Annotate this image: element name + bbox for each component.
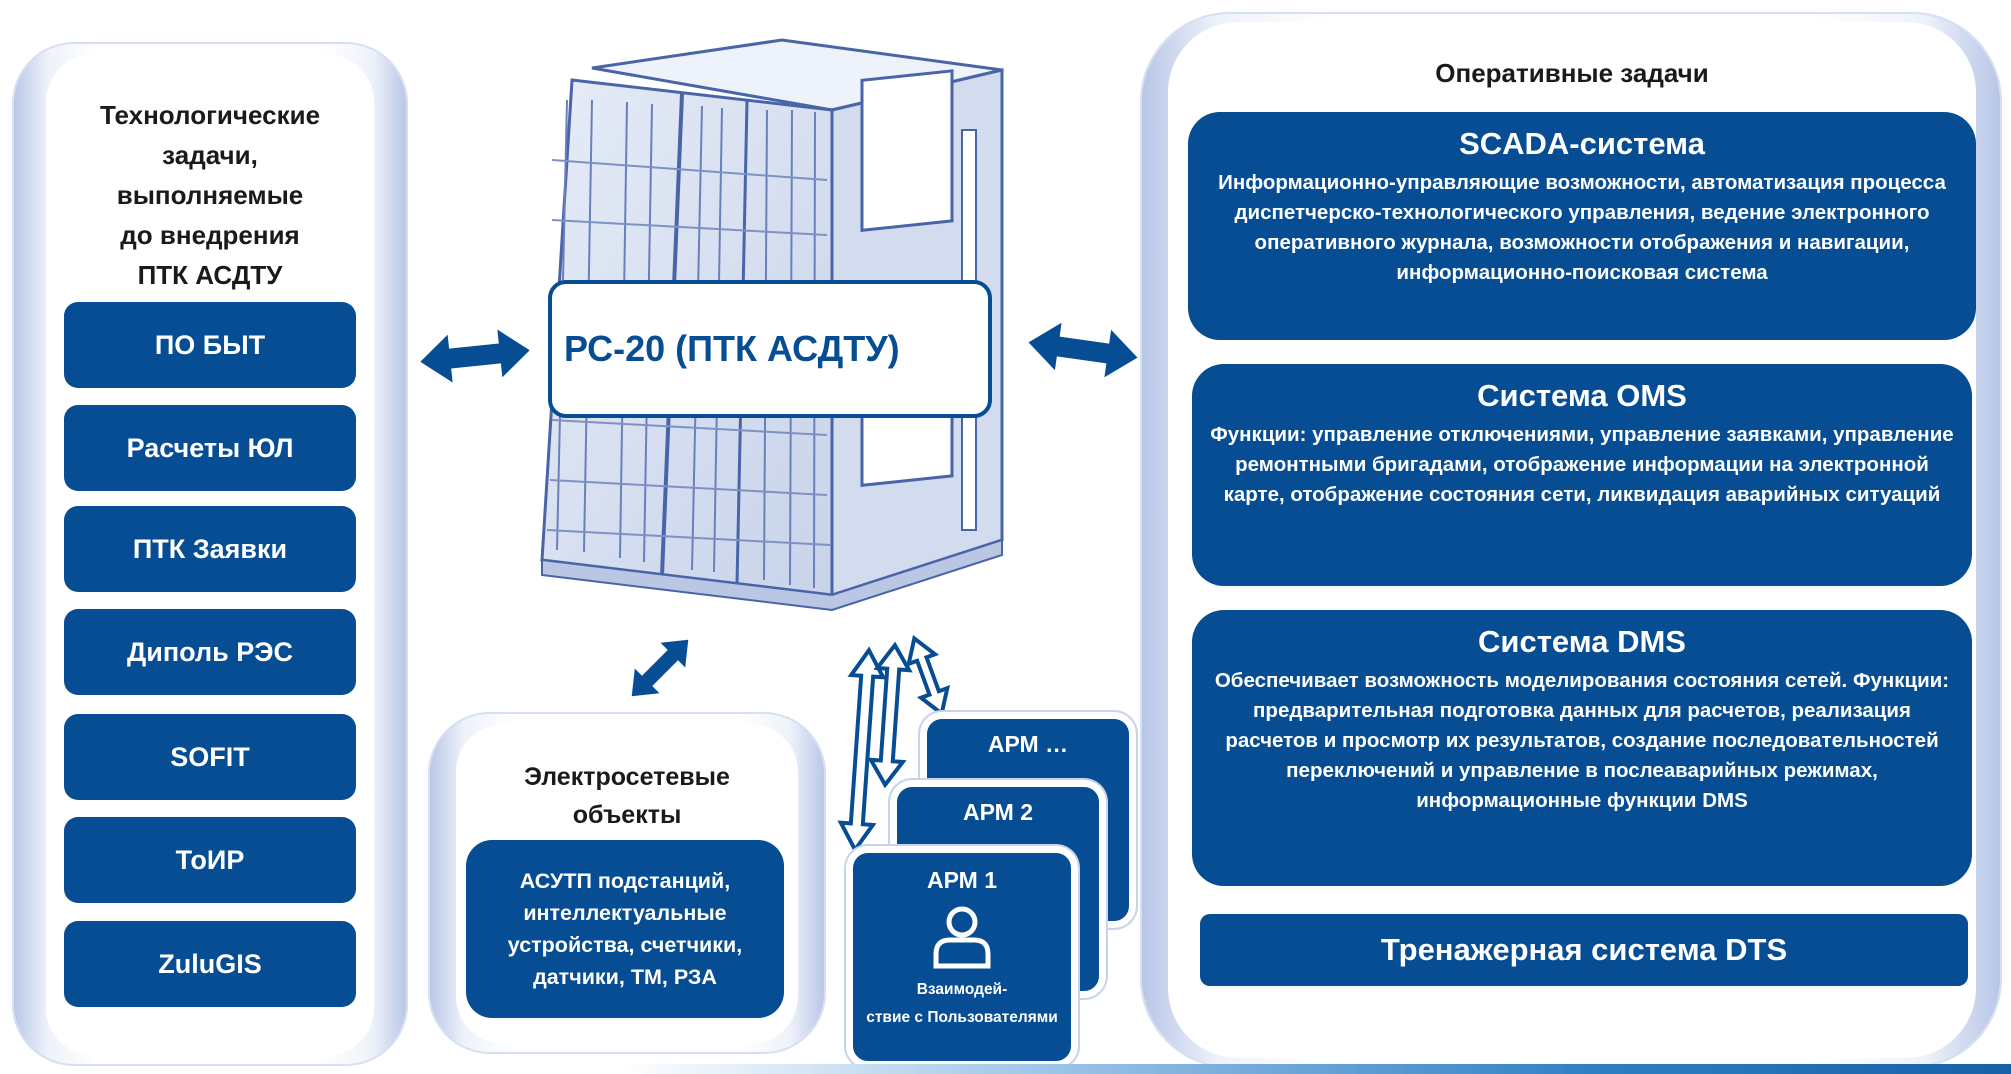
dms-title: Система DMS (1478, 624, 1686, 659)
left-item-po-byt: ПО БЫТ (64, 302, 356, 388)
left-item-zulugis: ZuluGIS (64, 921, 356, 1007)
left-item-raschety-yul: Расчеты ЮЛ (64, 405, 356, 491)
left-panel-title: Технологические задачи, выполняемые до в… (99, 100, 321, 290)
arm-mid-label: АРМ 2 (963, 799, 1033, 825)
grid-panel-title: Электросетевые объекты (524, 763, 730, 829)
dms-box: Система DMS Обеспечивает возможность мод… (1192, 610, 1972, 886)
arm-front-label: АРМ 1 (927, 867, 997, 893)
left-item-ptk-zayavki: ПТК Заявки (64, 506, 356, 592)
oms-title: Система OMS (1477, 378, 1687, 413)
oms-description: Функции: управление отключениями, управл… (1210, 423, 1954, 506)
double-arrow-icon (420, 329, 530, 383)
double-arrow-icon (631, 639, 689, 697)
double-arrow-icon (905, 634, 951, 718)
scada-title: SCADA-система (1459, 126, 1705, 161)
arm-back-label: АРМ … (987, 731, 1069, 757)
dms-description: Обеспечивает возможность моделирования с… (1214, 669, 1950, 812)
double-arrow-icon (867, 641, 913, 789)
user-icon (933, 906, 991, 969)
left-item-dipol-res: Диполь РЭС (64, 609, 356, 695)
oms-box: Система OMS Функции: управление отключен… (1192, 364, 1972, 586)
double-arrow-icon (1028, 322, 1138, 378)
scada-box: SCADA-система Информационно-управляющие … (1188, 112, 1976, 340)
dts-box: Тренажерная система DTS (1200, 914, 1968, 986)
left-item-toir: ТоИР (64, 817, 356, 903)
right-panel-title: Оперативные задачи (1435, 58, 1709, 88)
left-item-sofit: SOFIT (64, 714, 356, 800)
scada-description: Информационно-управляющие возможности, а… (1218, 171, 1946, 284)
arm-front-interaction: Взаимодей- ствие с Пользователями (866, 981, 1058, 1026)
grid-panel-description: АСУТП подстанций, интеллектуальные устро… (466, 840, 784, 1018)
server-label: РС-20 (ПТК АСДТУ) (548, 280, 992, 418)
arm-front: АРМ 1 Взаимодей- ствие с Пользователями (846, 846, 1078, 1068)
bottom-stripe (620, 1064, 2011, 1074)
